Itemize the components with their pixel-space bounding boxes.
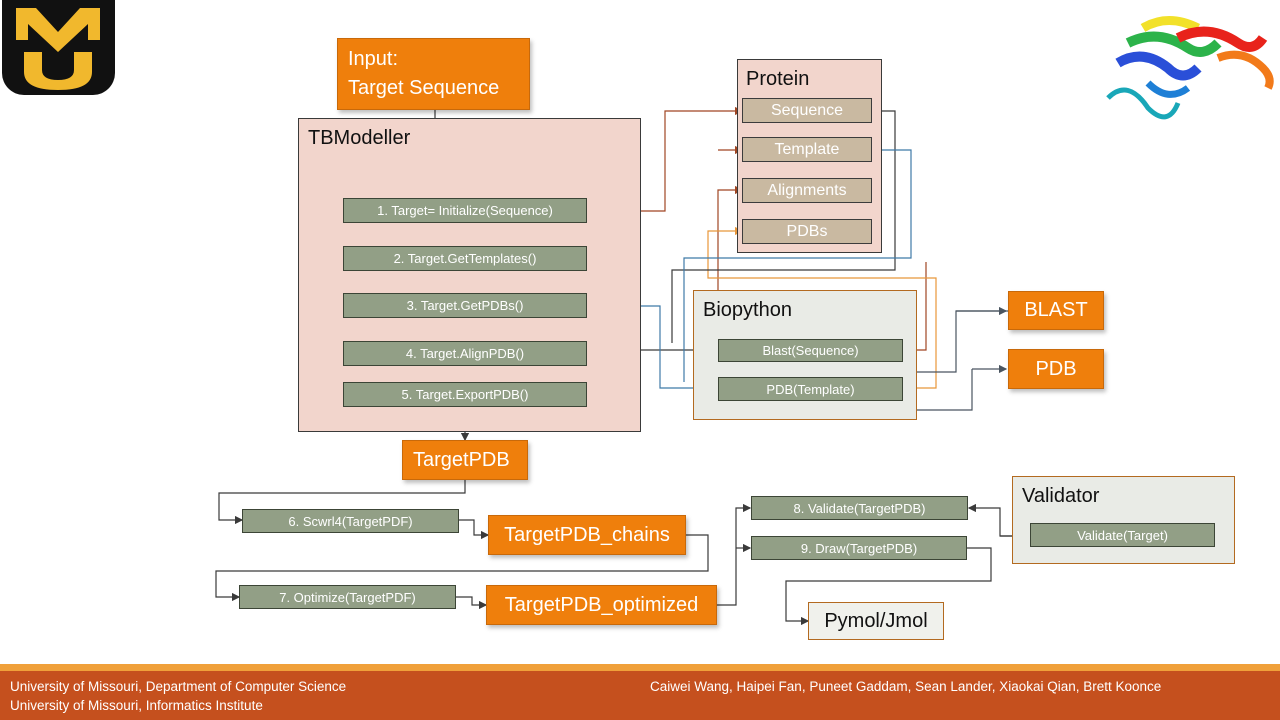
protein-field-alignments[interactable]: Alignments	[742, 178, 872, 203]
tbmodeller-title: TBModeller	[308, 127, 411, 149]
step-8-validate[interactable]: 8. Validate(TargetPDB)	[751, 496, 968, 520]
footer-affiliation-2: University of Missouri, Informatics Inst…	[10, 698, 263, 713]
input-target-sequence-box: Input: Target Sequence	[337, 38, 530, 110]
step-9-draw[interactable]: 9. Draw(TargetPDB)	[751, 536, 967, 560]
step-3-get-pdbs[interactable]: 3. Target.GetPDBs()	[343, 293, 587, 318]
validator-method[interactable]: Validate(Target)	[1030, 523, 1215, 547]
validator-title: Validator	[1022, 485, 1100, 507]
biopython-title: Biopython	[703, 299, 792, 321]
step-2-get-templates[interactable]: 2. Target.GetTemplates()	[343, 246, 587, 271]
input-label: Input:	[348, 48, 399, 70]
footer-authors: Caiwei Wang, Haipei Fan, Puneet Gaddam, …	[650, 679, 1162, 694]
footer-bar: University of Missouri, Department of Co…	[0, 664, 1280, 720]
step-5-export-pdb[interactable]: 5. Target.ExportPDB()	[343, 382, 587, 407]
protein-title: Protein	[746, 68, 810, 90]
tbmodeller-container: TBModeller	[298, 118, 641, 432]
protein-field-template[interactable]: Template	[742, 137, 872, 162]
step-7-optimize[interactable]: 7. Optimize(TargetPDF)	[239, 585, 456, 609]
university-logo	[2, 0, 115, 95]
footer-accent-band	[0, 664, 1280, 671]
biopython-pdb-method[interactable]: PDB(Template)	[718, 377, 903, 401]
input-value-label: Target Sequence	[348, 77, 500, 99]
pdb-service-box: PDB	[1008, 349, 1104, 389]
protein-field-pdbs[interactable]: PDBs	[742, 219, 872, 244]
step-1-initialize[interactable]: 1. Target= Initialize(Sequence)	[343, 198, 587, 223]
protein-field-sequence[interactable]: Sequence	[742, 98, 872, 123]
target-pdb-optimized-output: TargetPDB_optimized	[486, 585, 717, 625]
step-6-scwrl4[interactable]: 6. Scwrl4(TargetPDF)	[242, 509, 459, 533]
footer-affiliation-1: University of Missouri, Department of Co…	[10, 679, 347, 694]
validator-container: Validator	[1012, 476, 1235, 564]
target-pdb-chains-output: TargetPDB_chains	[488, 515, 686, 555]
biopython-blast-method[interactable]: Blast(Sequence)	[718, 339, 903, 362]
target-pdb-output: TargetPDB	[402, 440, 528, 480]
protein-structure-image	[1088, 8, 1278, 130]
step-4-align-pdb[interactable]: 4. Target.AlignPDB()	[343, 341, 587, 366]
pymol-jmol-viewer-box: Pymol/Jmol	[808, 602, 944, 640]
blast-service-box: BLAST	[1008, 291, 1104, 330]
